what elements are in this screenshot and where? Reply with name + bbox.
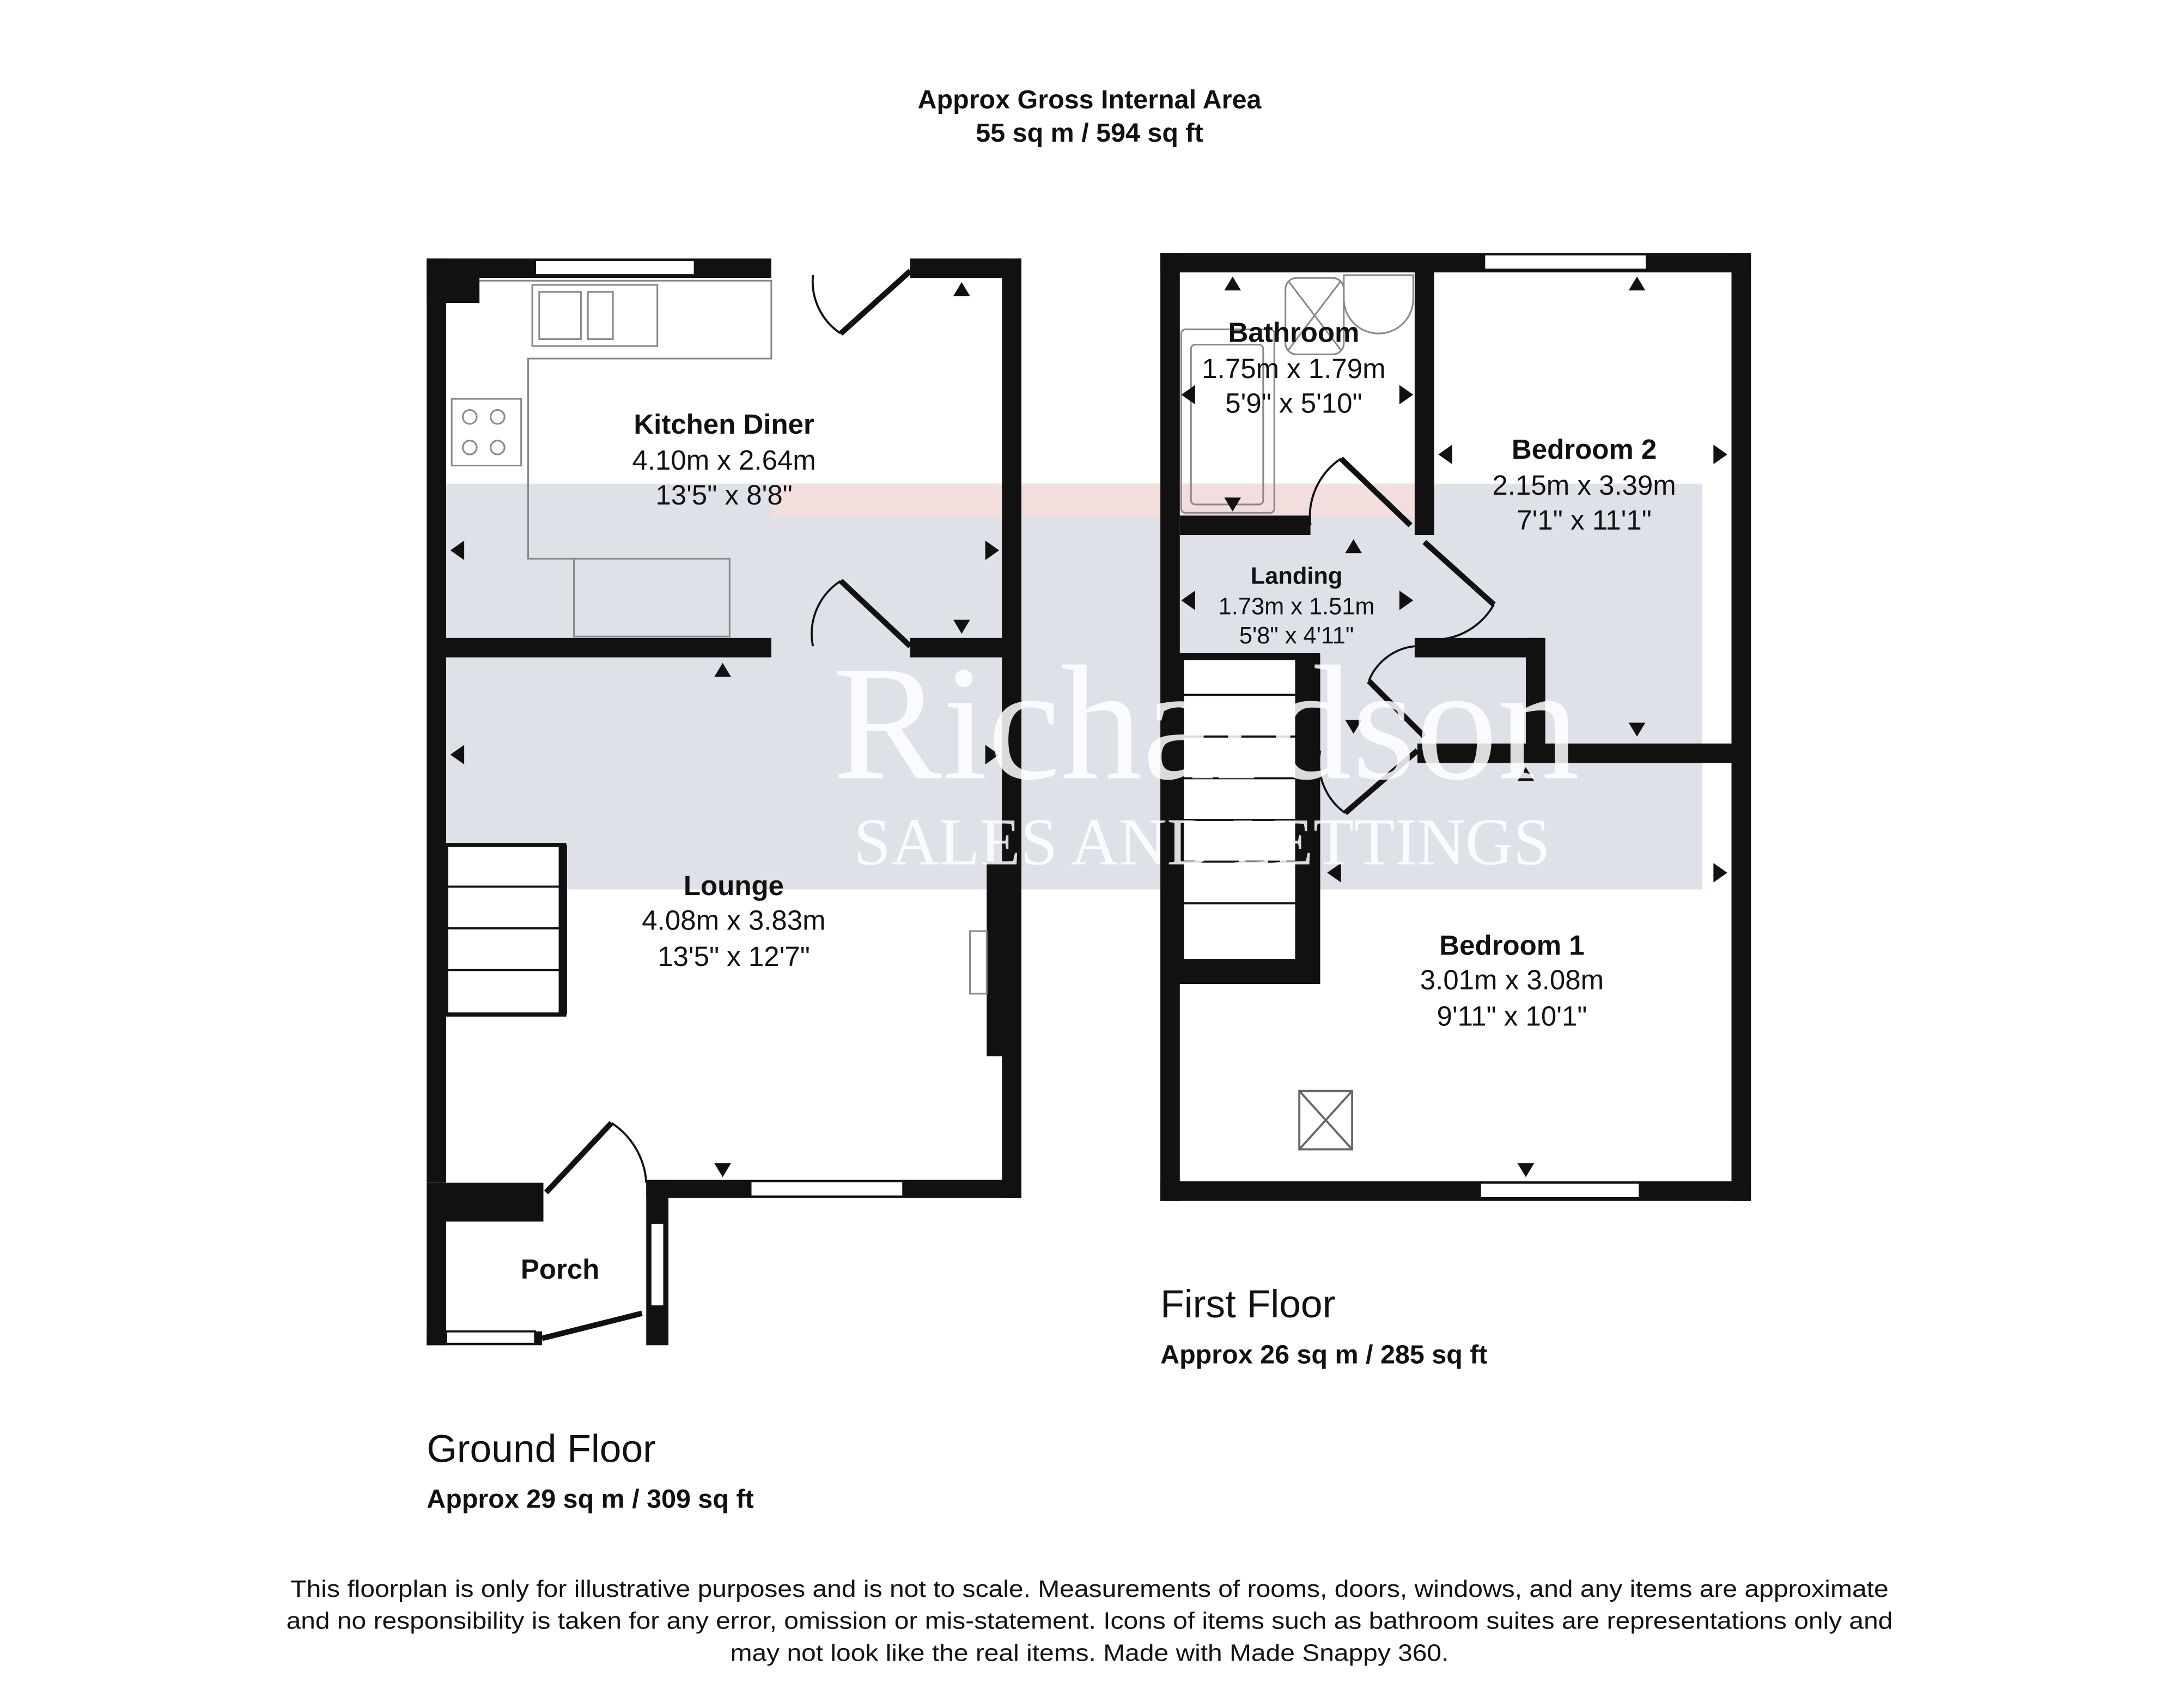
window [649, 1221, 666, 1308]
loft-hatch-icon [1298, 1090, 1354, 1151]
room-imperial: 9'11" x 10'1" [1437, 1001, 1587, 1032]
area-title: Approx Gross Internal Area [918, 85, 1262, 114]
room-name: Lounge [684, 870, 784, 901]
bathroom-fixtures [1180, 274, 1414, 514]
window [1478, 1181, 1641, 1199]
door [544, 269, 912, 1195]
window [1483, 253, 1648, 271]
stairs [444, 843, 567, 1017]
room-name: Kitchen Diner [634, 409, 814, 440]
room-imperial: 13'5" x 8'8" [655, 479, 792, 510]
first-floor-plan [1160, 253, 1751, 1201]
window [445, 1330, 537, 1345]
room-imperial: 5'8" x 4'11" [1239, 623, 1354, 649]
sink-icon [531, 284, 659, 347]
room-name: Landing [1251, 563, 1343, 589]
watermark-brand: Richardson [833, 633, 1580, 814]
total-area: 55 sq m / 594 sq ft [976, 118, 1203, 148]
room-metric: 1.73m x 1.51m [1219, 593, 1375, 619]
room-porch: Porch [521, 1254, 600, 1285]
room-landing: Landing 1.73m x 1.51m 5'8" x 4'11" [1219, 563, 1375, 649]
stairs [1170, 653, 1320, 984]
door [1308, 457, 1496, 816]
ground-floor-plan [427, 258, 1022, 1346]
room-name: Bedroom 2 [1512, 434, 1657, 465]
disclaimer-line: may not look like the real items. Made w… [731, 1640, 1449, 1666]
window [749, 1180, 905, 1198]
kitchen-worktop [451, 279, 772, 637]
watermark-tagline: SALES AND LETTINGS [854, 806, 1550, 879]
room-bathroom: Bathroom 1.75m x 1.79m 5'9" x 5'10" [1202, 317, 1385, 419]
window [534, 259, 696, 276]
room-metric: 2.15m x 3.39m [1492, 470, 1676, 501]
room-metric: 1.75m x 1.79m [1202, 353, 1385, 384]
disclaimer: This floorplan is only for illustrative … [287, 1576, 1893, 1666]
disclaimer-line: This floorplan is only for illustrative … [290, 1576, 1888, 1602]
room-imperial: 5'9" x 5'10" [1225, 388, 1362, 419]
ground-floor-area: Approx 29 sq m / 309 sq ft [427, 1485, 753, 1514]
first-floor-label: First Floor [1160, 1282, 1335, 1326]
room-bedroom-1: Bedroom 1 3.01m x 3.08m 9'11" x 10'1" [1420, 929, 1604, 1031]
disclaimer-line: and no responsibility is taken for any e… [287, 1608, 1893, 1634]
room-name: Bathroom [1228, 317, 1360, 348]
room-lounge: Lounge 4.08m x 3.83m 13'5" x 12'7" [642, 870, 825, 972]
room-metric: 3.01m x 3.08m [1420, 964, 1604, 995]
room-imperial: 13'5" x 12'7" [658, 941, 810, 972]
watermark [445, 483, 1702, 890]
room-name: Bedroom 1 [1439, 929, 1584, 961]
bath-icon [1180, 329, 1275, 514]
room-bedroom-2: Bedroom 2 2.15m x 3.39m 7'1" x 11'1" [1492, 434, 1676, 536]
room-metric: 4.10m x 2.64m [632, 445, 815, 476]
ground-floor-label: Ground Floor [427, 1427, 656, 1470]
toilet-icon [1285, 277, 1345, 355]
dimension-arrows [450, 282, 1000, 1177]
basin-icon [1343, 274, 1414, 335]
fireplace [987, 861, 1006, 1056]
hob-icon [451, 398, 522, 467]
dimension-arrows [1181, 276, 1727, 1177]
room-imperial: 7'1" x 11'1" [1517, 505, 1652, 536]
room-metric: 4.08m x 3.83m [642, 905, 825, 936]
first-floor-area: Approx 26 sq m / 285 sq ft [1160, 1340, 1487, 1369]
room-kitchen-diner: Kitchen Diner 4.10m x 2.64m 13'5" x 8'8" [632, 409, 815, 510]
